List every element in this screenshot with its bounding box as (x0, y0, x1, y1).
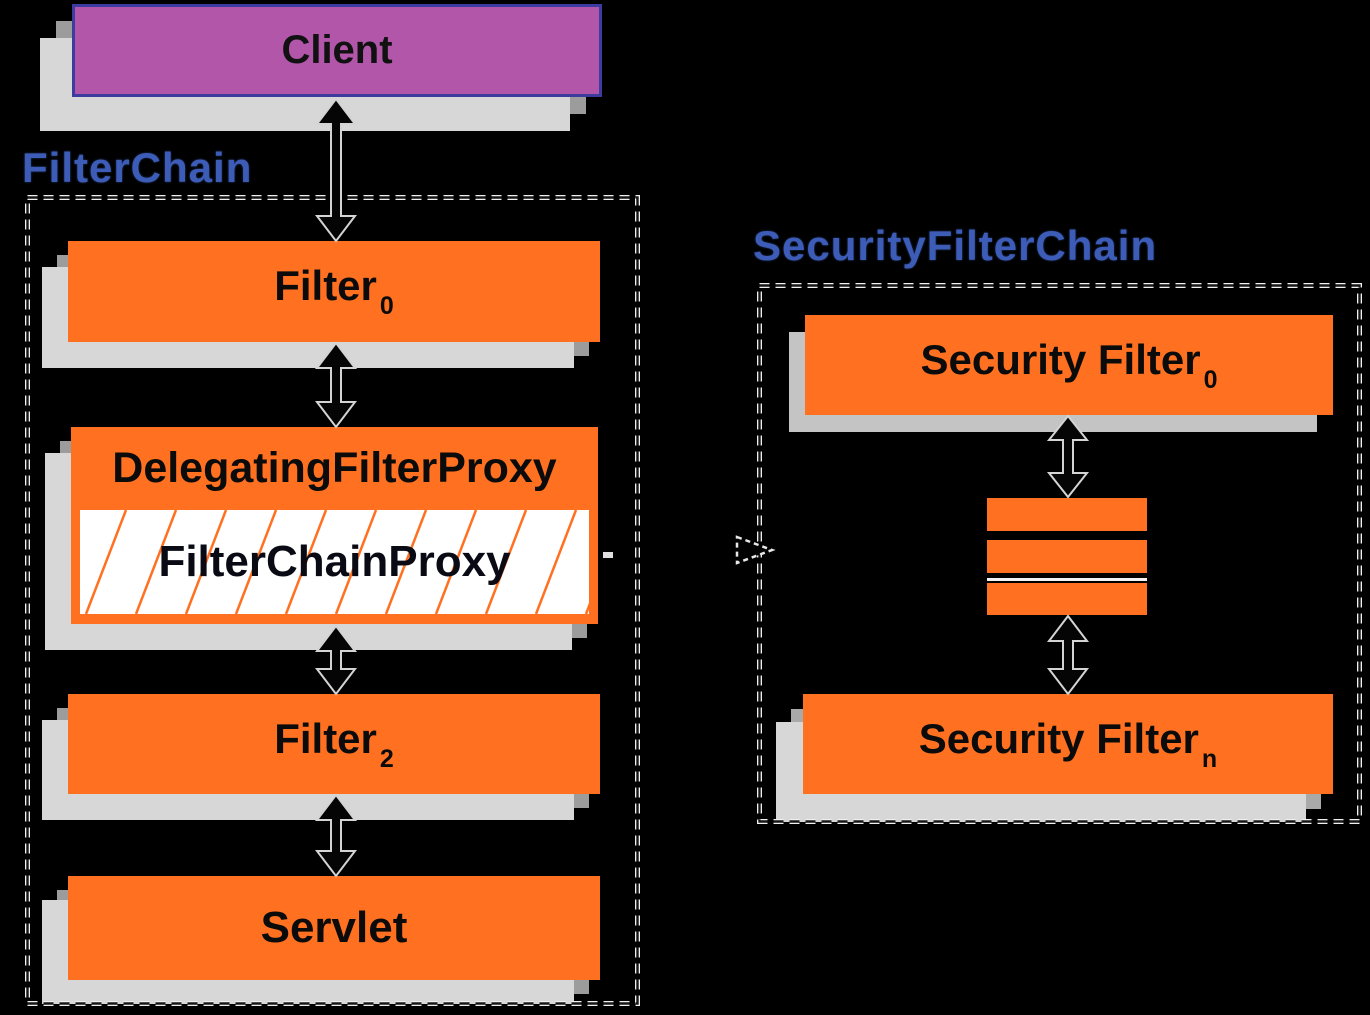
filter0-dfp-double-arrow-icon (314, 341, 358, 429)
hatch-fill (80, 510, 589, 614)
client-node: Client (72, 4, 602, 97)
client-filter0-double-arrow-icon (314, 97, 358, 243)
security-filter-chain-label: SecurityFilterChain (753, 222, 1158, 269)
servlet-node: Servlet (68, 876, 600, 980)
stack-sfn-double-arrow-icon (1046, 614, 1090, 696)
delegating-filter-proxy-node: DelegatingFilterProxy FilterChainProxy (71, 427, 598, 624)
filter-chain-proxy-node: FilterChainProxy (80, 510, 589, 614)
filter-chain-label: FilterChain (22, 144, 253, 191)
sf0-stack-double-arrow-icon (1046, 414, 1090, 499)
client-node-label: Client (281, 28, 393, 72)
security-filtern-subscript: n (1201, 744, 1218, 773)
connector-arrowhead-right-icon (735, 535, 776, 565)
filter-stack-bar-2 (987, 540, 1147, 573)
filter-stack-separator (987, 578, 1147, 581)
filter2-servlet-double-arrow-icon (314, 793, 358, 878)
dfp-filter2-double-arrow-icon (314, 624, 358, 696)
filter-stack-bar-1 (987, 498, 1147, 531)
connector-dash-remnant (603, 552, 613, 558)
filter-chain-proxy-label: FilterChainProxy (158, 537, 511, 586)
servlet-node-label: Servlet (260, 903, 408, 952)
filter2-subscript: 2 (379, 744, 394, 773)
filter-stack-bar-3 (987, 583, 1147, 615)
filter0-subscript: 0 (379, 292, 394, 320)
delegating-filter-proxy-label: DelegatingFilterProxy (112, 444, 557, 492)
hatch-pattern (80, 510, 589, 614)
security-filter0-subscript: 0 (1203, 365, 1218, 394)
